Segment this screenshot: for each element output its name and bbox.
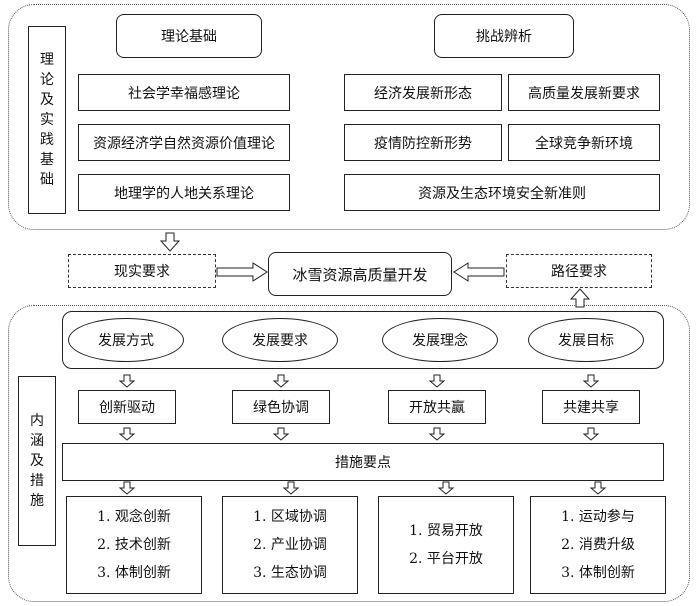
connotation-measures-section	[8, 305, 690, 602]
challenge-item: 资源及生态环境安全新准则	[344, 174, 660, 211]
challenge-analysis-header: 挑战辨析	[434, 14, 574, 58]
development-concept-ellipse: 发展理念	[382, 318, 498, 362]
measures-list-openness: 1. 贸易开放 2. 平台开放	[378, 496, 514, 594]
arrow-down-icon	[119, 427, 135, 441]
theory-item: 社会学幸福感理论	[78, 74, 290, 111]
challenge-item: 高质量发展新要求	[508, 74, 660, 111]
challenge-item: 经济发展新形态	[344, 74, 502, 111]
arrow-up-icon	[570, 288, 590, 308]
theory-item: 资源经济学自然资源价值理论	[78, 124, 290, 161]
theory-practice-side-label: 理 论 及 实 践 基 础	[28, 26, 66, 214]
arrow-down-icon	[283, 481, 299, 495]
development-dimensions-container	[62, 311, 664, 369]
measures-header: 措施要点	[62, 443, 664, 481]
path-requirement-box: 路径要求	[506, 254, 652, 288]
measure-item: 3. 体制创新	[561, 565, 635, 581]
development-goal-ellipse: 发展目标	[528, 318, 644, 362]
arrow-down-icon	[429, 427, 445, 441]
measure-item: 2. 产业协调	[253, 537, 327, 553]
challenge-item: 全球竞争新环境	[508, 124, 660, 161]
arrow-down-icon	[119, 481, 135, 495]
arrow-down-icon	[590, 481, 606, 495]
core-goal-box: 冰雪资源高质量开发	[268, 252, 452, 296]
measure-item: 1. 运动参与	[561, 509, 635, 525]
theory-basis-header: 理论基础	[116, 14, 262, 58]
arrow-down-icon	[438, 481, 454, 495]
development-mode-ellipse: 发展方式	[68, 318, 184, 362]
arrow-down-icon	[273, 427, 289, 441]
concept-box: 绿色协调	[232, 390, 330, 424]
arrow-down-icon	[160, 232, 180, 252]
concept-box: 开放共赢	[388, 390, 486, 424]
arrow-left-icon	[453, 262, 505, 282]
measure-item: 2. 技术创新	[97, 537, 171, 553]
arrow-down-icon	[429, 374, 445, 388]
measure-item: 1. 观念创新	[97, 509, 171, 525]
theory-item: 地理学的人地关系理论	[78, 174, 290, 211]
concept-box: 共建共享	[542, 390, 640, 424]
development-requirement-ellipse: 发展要求	[222, 318, 338, 362]
arrow-down-icon	[273, 374, 289, 388]
arrow-down-icon	[583, 374, 599, 388]
measures-list-coordination: 1. 区域协调 2. 产业协调 3. 生态协调	[222, 496, 358, 594]
concept-box: 创新驱动	[78, 390, 176, 424]
arrow-down-icon	[119, 374, 135, 388]
measure-item: 2. 平台开放	[409, 551, 483, 567]
arrow-right-icon	[216, 262, 268, 282]
arrow-down-icon	[583, 427, 599, 441]
measure-item: 1. 贸易开放	[409, 523, 483, 539]
measure-item: 3. 体制创新	[97, 565, 171, 581]
connotation-measures-side-label: 内 涵 及 措 施	[18, 376, 56, 546]
theory-practice-section	[8, 4, 690, 230]
measure-item: 3. 生态协调	[253, 565, 327, 581]
challenge-item: 疫情防控新形势	[344, 124, 502, 161]
measure-item: 2. 消费升级	[561, 537, 635, 553]
measures-list-sharing: 1. 运动参与 2. 消费升级 3. 体制创新	[530, 496, 666, 594]
practical-requirement-box: 现实要求	[68, 254, 216, 288]
measure-item: 1. 区域协调	[253, 509, 327, 525]
measures-list-innovation: 1. 观念创新 2. 技术创新 3. 体制创新	[66, 496, 202, 594]
